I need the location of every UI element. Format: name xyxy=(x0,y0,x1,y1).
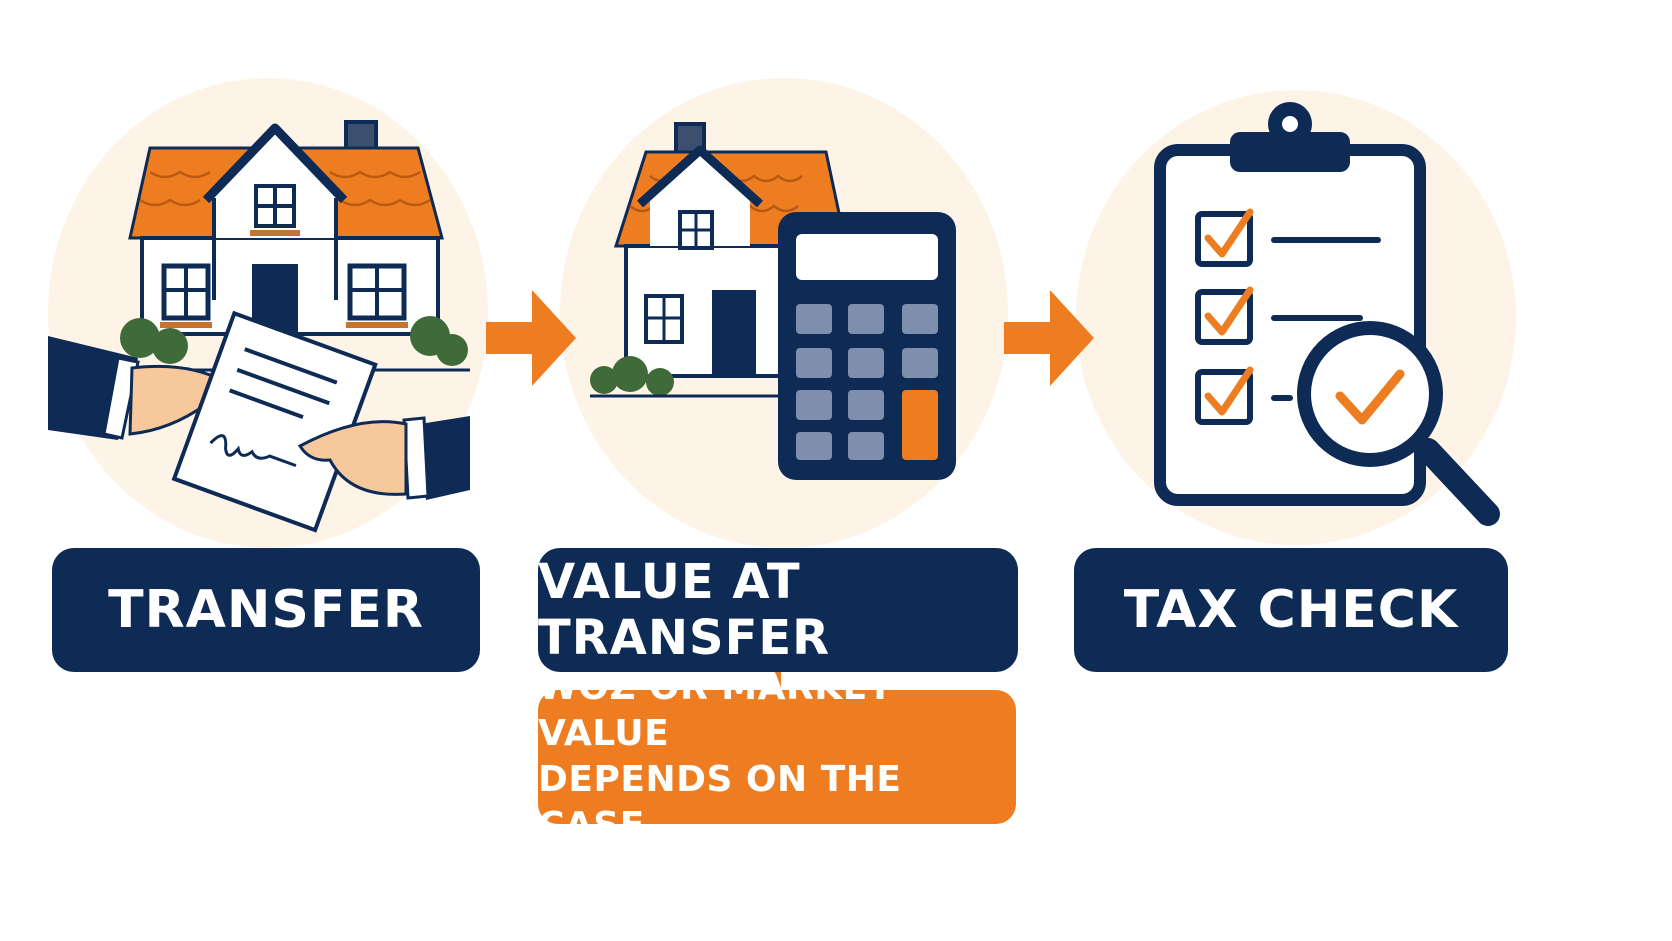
note-line-2: DEPENDS ON THE CASE xyxy=(538,759,902,846)
arrow-right-icon xyxy=(1004,290,1094,386)
step1-label-box: TRANSFER xyxy=(52,548,480,672)
note-connector xyxy=(775,672,781,694)
clipboard-checklist-magnifier-icon xyxy=(1154,102,1500,526)
step2-label-box: VALUE AT TRANSFER xyxy=(538,548,1018,672)
note-box: WOZ OR MARKET VALUE DEPENDS ON THE CASE xyxy=(538,667,1016,846)
step1-label: TRANSFER xyxy=(108,580,424,640)
step3-label: TAX CHECK xyxy=(1123,580,1459,640)
house-calculator-icon xyxy=(590,122,956,480)
note-line-1: WOZ OR MARKET VALUE xyxy=(538,667,893,754)
step2-label: VALUE AT TRANSFER xyxy=(538,554,831,666)
house-handshake-contract-icon xyxy=(48,120,470,533)
step3-label-box: TAX CHECK xyxy=(1074,548,1508,672)
arrow-right-icon xyxy=(486,290,576,386)
